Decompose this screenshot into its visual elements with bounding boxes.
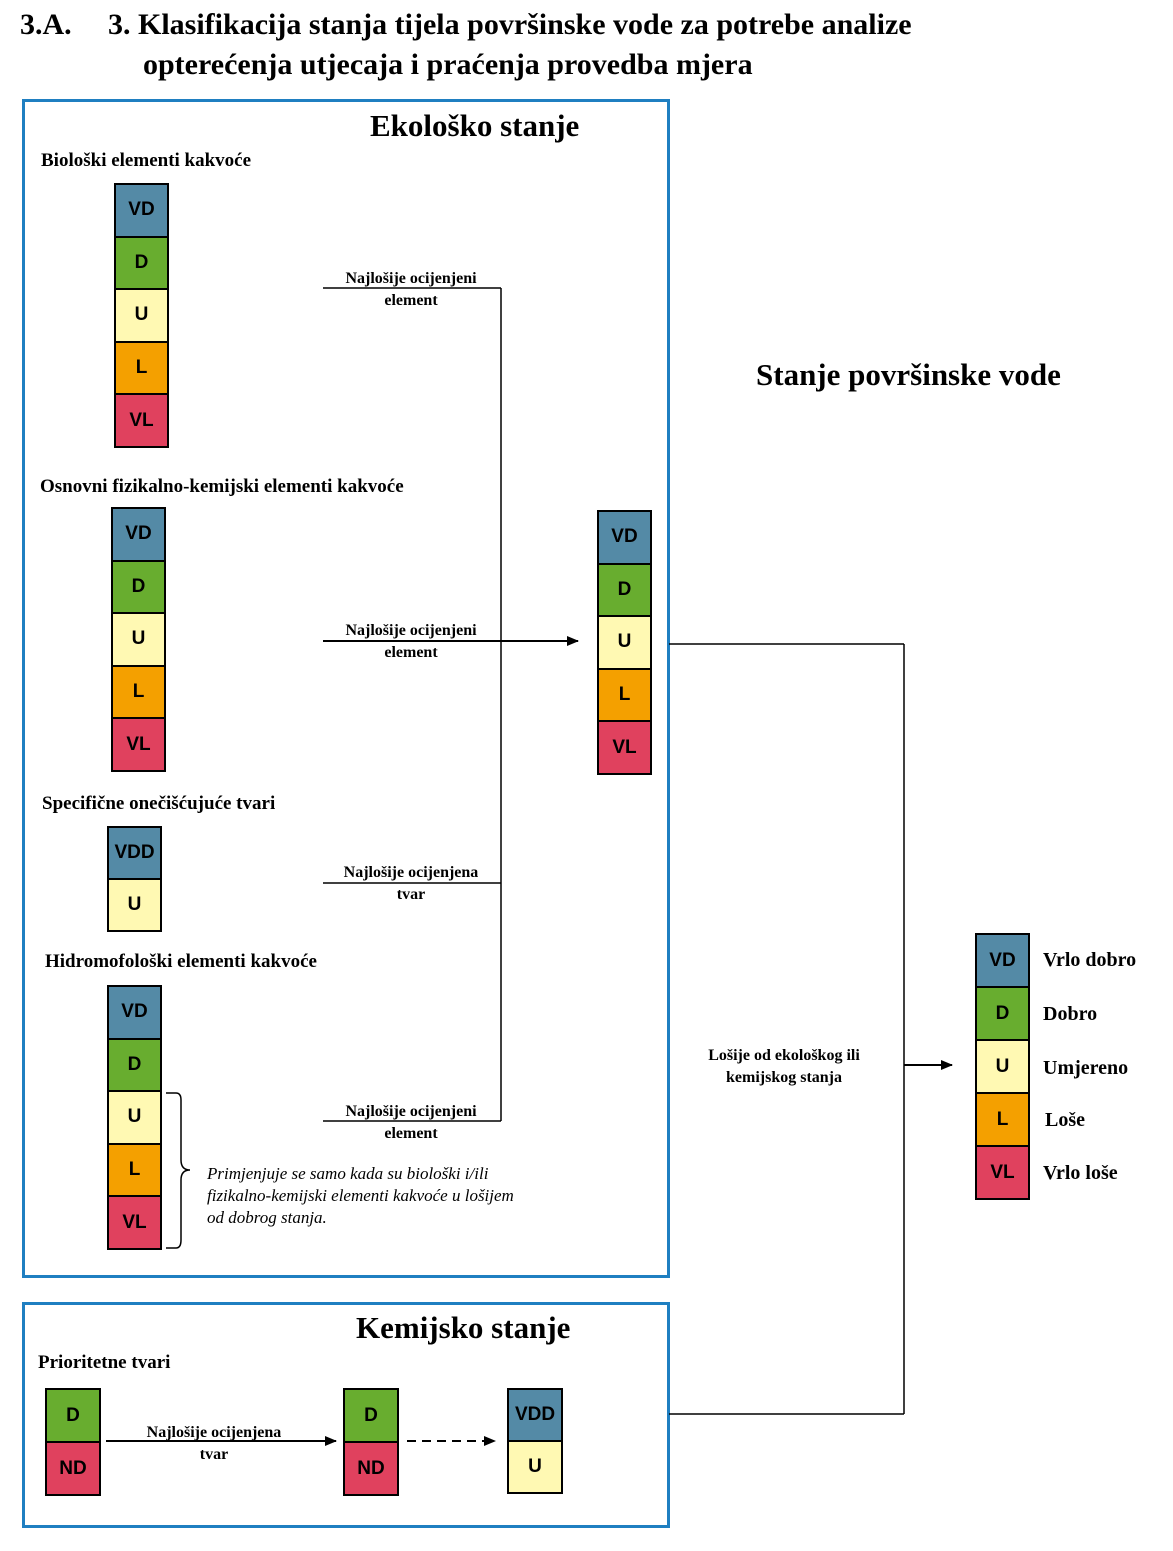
chemical-mid-scale-nd-cell: ND [343,1441,399,1496]
ecological-result-scale-vd-cell: VD [597,510,652,565]
legend-label-vd: Vrlo dobro [1043,949,1137,971]
legend-label-d: Dobro [1043,1003,1098,1025]
ecological-status-box [22,99,670,1278]
legend-label-l: Loše [1045,1109,1085,1131]
biological-elements-label: Biološki elementi kakvoće [41,150,252,171]
hydro-scale-d-cell: D [107,1037,162,1093]
chemical-status-box [22,1302,670,1528]
ecological-result-scale-vl-cell: VL [597,720,652,775]
biological-scale-vd-cell: VD [114,183,169,238]
chemical-end-scale-u-cell: U [507,1440,563,1494]
surface-water-status-title: Stanje površinske vode [756,357,1061,392]
brace-hydro [166,1092,191,1249]
physicochemical-elements-label: Osnovni fizikalno-kemijski elementi kakv… [40,476,404,497]
page-title-line2: opterećenja utjecaja i praćenja provedba… [143,48,753,81]
ecological-status-title: Ekološko stanje [370,108,580,143]
priority-scale-nd-cell: ND [45,1441,101,1496]
physicochemical-scale-l-cell: L [111,664,166,720]
priority-scale-d-cell: D [45,1388,101,1443]
hydro-scale-vd-cell: VD [107,985,162,1040]
surface-legend-d-cell: D [975,986,1030,1041]
page-title-line1: 3. Klasifikacija stanja tijela površinsk… [108,8,912,41]
hydro-application-note: Primjenjuje se samo kada su biološki i/i… [207,1164,514,1227]
biological-scale-vl-cell: VL [114,393,169,448]
ecological-result-scale-u-cell: U [597,615,652,670]
specific-scale-u-cell: U [107,878,162,932]
ecological-result-scale-d-cell: D [597,562,652,618]
physicochemical-scale-vl-cell: VL [111,717,166,772]
legend-label-u: Umjereno [1043,1057,1129,1079]
surface-legend-vl-cell: VL [975,1145,1030,1200]
physicochemical-scale-u-cell: U [111,612,166,667]
priority-substances-label: Prioritetne tvari [38,1352,171,1373]
section-number: 3.A. [20,8,72,41]
chemical-status-title: Kemijsko stanje [356,1310,571,1345]
hydro-scale-l-cell: L [107,1142,162,1198]
legend-label-vl: Vrlo loše [1043,1162,1118,1184]
specific-pollutants-label: Specifične onečišćujuće tvari [42,793,276,814]
hydromorphological-elements-label: Hidromofološki elementi kakvoće [45,951,317,972]
hydro-scale-vl-cell: VL [107,1195,162,1250]
hydro-scale-u-cell: U [107,1090,162,1145]
physicochemical-scale-d-cell: D [111,559,166,615]
